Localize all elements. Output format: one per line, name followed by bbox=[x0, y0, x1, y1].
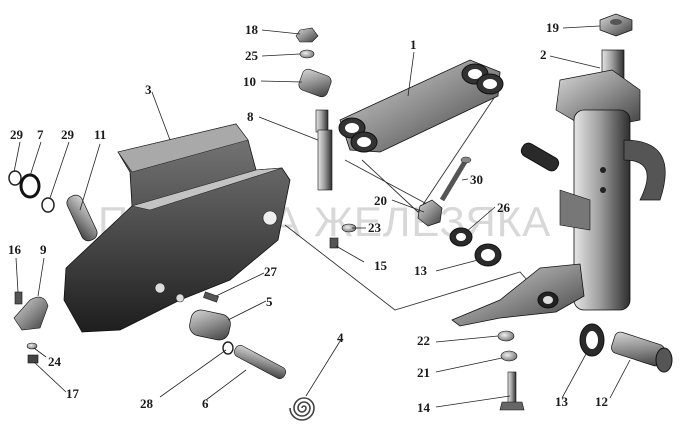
bushing-part-5 bbox=[189, 309, 231, 341]
ring-part-29-left bbox=[8, 170, 22, 186]
callout-8: 8 bbox=[247, 109, 254, 124]
callout-21: 21 bbox=[417, 365, 430, 380]
callout-6: 6 bbox=[202, 396, 209, 411]
callout-28: 28 bbox=[140, 396, 154, 411]
washer-part-25 bbox=[299, 49, 315, 59]
callout-13-upper: 13 bbox=[414, 263, 428, 278]
callout-23: 23 bbox=[368, 220, 382, 235]
washer-part-13-upper bbox=[474, 243, 502, 267]
washer-part-22 bbox=[497, 330, 515, 342]
callout-20: 20 bbox=[374, 193, 387, 208]
callout-29-right: 29 bbox=[61, 127, 75, 142]
washer-part-13-lower bbox=[579, 323, 605, 357]
callout-5: 5 bbox=[266, 294, 273, 309]
column-part-2 bbox=[520, 49, 666, 311]
nut-part-19 bbox=[599, 13, 633, 37]
nut-part-18 bbox=[295, 27, 319, 43]
callout-9: 9 bbox=[40, 242, 47, 257]
callout-4: 4 bbox=[337, 330, 344, 345]
callout-25: 25 bbox=[245, 48, 259, 63]
callout-26: 26 bbox=[497, 200, 511, 215]
callout-30: 30 bbox=[470, 172, 483, 187]
callout-labels: 18 25 10 8 1 19 2 3 11 29 7 29 9 16 24 1… bbox=[8, 20, 608, 415]
washer-part-26 bbox=[449, 227, 473, 247]
pin-part-12 bbox=[611, 331, 673, 373]
bolt-part-30 bbox=[439, 156, 472, 202]
leader-lines bbox=[13, 25, 631, 408]
sleeve-part-11 bbox=[66, 194, 98, 242]
washer-part-21 bbox=[500, 350, 518, 362]
bolt-part-14 bbox=[499, 371, 525, 411]
axle-part-6 bbox=[233, 345, 287, 379]
callout-27: 27 bbox=[264, 264, 278, 279]
callout-15: 15 bbox=[374, 258, 388, 273]
callout-2: 2 bbox=[540, 47, 547, 62]
pin-part-8 bbox=[315, 109, 333, 191]
clamp-part-9 bbox=[13, 296, 49, 331]
ring-part-7 bbox=[19, 173, 41, 199]
ring-part-29-right bbox=[41, 197, 55, 213]
spring-part-4 bbox=[289, 397, 315, 421]
bolt-part-15 bbox=[329, 237, 339, 249]
bracket-part-3 bbox=[63, 123, 291, 333]
callout-7: 7 bbox=[37, 127, 44, 142]
callout-13-lower: 13 bbox=[555, 394, 569, 409]
callout-14: 14 bbox=[417, 400, 431, 415]
bushing-part-10 bbox=[298, 68, 332, 98]
callout-19: 19 bbox=[546, 20, 560, 35]
callout-3: 3 bbox=[145, 82, 152, 97]
callout-18: 18 bbox=[245, 22, 259, 37]
ring-part-28 bbox=[222, 341, 234, 355]
nut-part-20 bbox=[417, 199, 443, 227]
callout-17: 17 bbox=[66, 386, 80, 401]
callout-24: 24 bbox=[48, 354, 62, 369]
washer-part-24 bbox=[26, 342, 38, 350]
arm-bracket bbox=[451, 263, 585, 327]
key-part-27 bbox=[203, 291, 219, 303]
callout-1: 1 bbox=[410, 37, 417, 52]
callout-10: 10 bbox=[243, 74, 256, 89]
callout-11: 11 bbox=[94, 127, 106, 142]
callout-29-left: 29 bbox=[10, 127, 24, 142]
lever-part-1 bbox=[338, 59, 504, 153]
callout-16: 16 bbox=[8, 242, 22, 257]
callout-22: 22 bbox=[417, 333, 430, 348]
bolt-part-16 bbox=[14, 291, 23, 305]
callout-12: 12 bbox=[595, 394, 608, 409]
nut-part-17 bbox=[27, 354, 39, 364]
